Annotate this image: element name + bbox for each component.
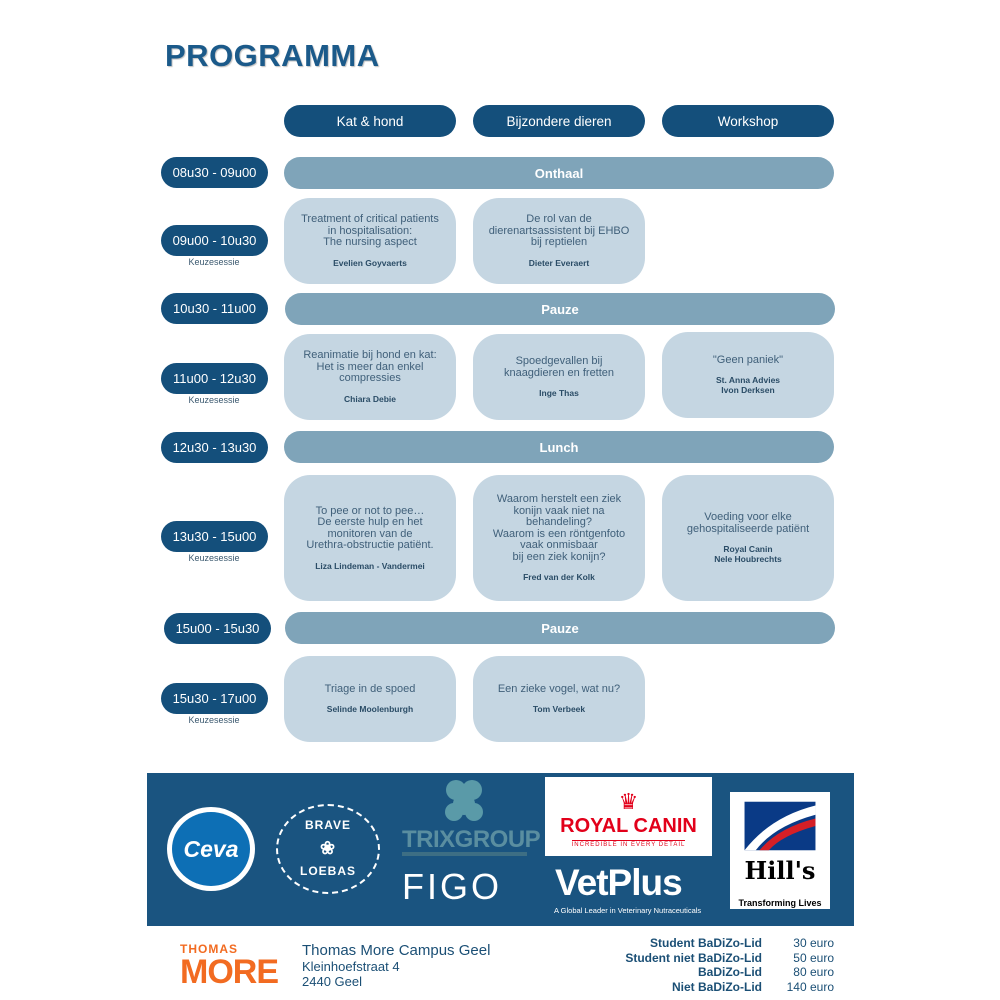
session-speaker: Fred van der Kolk [523, 572, 595, 582]
session-title: Reanimatie bij hond en kat: Het is meer … [303, 349, 437, 385]
price-row: Student niet BaDiZo-Lid 50 euro [625, 951, 834, 966]
price-list: Student BaDiZo-Lid 30 euro Student niet … [625, 936, 834, 994]
session-title: Treatment of critical patients in hospit… [301, 213, 439, 249]
campus-name: Thomas More Campus Geel [302, 942, 491, 959]
loebas-logo-text: LOEBAS [299, 864, 356, 878]
session-title: Triage in de spoed [324, 682, 416, 695]
session-speaker: Royal Canin Nele Houbrechts [714, 544, 782, 564]
rabbit-icon: ❀ [319, 837, 337, 858]
hills-tagline: Transforming Lives [738, 898, 822, 908]
break-band: Lunch [284, 431, 834, 463]
session-card: Triage in de spoed Selinde Moolenburgh [284, 656, 456, 742]
session-card: Reanimatie bij hond en kat: Het is meer … [284, 334, 456, 420]
session-card: De rol van de dierenartsassistent bij EH… [473, 198, 645, 284]
price-value: 50 euro [793, 950, 834, 965]
break-band: Pauze [285, 293, 835, 325]
session-title: Spoedgevallen bij knaagdieren en fretten [503, 355, 615, 379]
time-slot: 10u30 - 11u00 [161, 293, 268, 324]
session-title: To pee or not to pee… De eerste hulp en … [306, 504, 434, 551]
session-card: Een zieke vogel, wat nu? Tom Verbeek [473, 656, 645, 742]
time-slot: 15u00 - 15u30 [164, 613, 271, 644]
track-header-kat-hond: Kat & hond [284, 105, 456, 137]
session-speaker: Liza Lindeman - Vandermei [315, 560, 425, 571]
session-card: Treatment of critical patients in hospit… [284, 198, 456, 284]
session-speaker: Selinde Moolenburgh [326, 704, 414, 715]
session-title: Voeding voor elke gehospitaliseerde pati… [686, 511, 810, 535]
keuzesessie-label: Keuzesessie [188, 257, 240, 267]
vetplus-tagline: A Global Leader in Veterinary Nutraceuti… [554, 906, 702, 915]
keuzesessie-label: Keuzesessie [188, 715, 240, 725]
keuzesessie-label: Keuzesessie [188, 553, 240, 563]
price-label: BaDiZo-Lid [698, 965, 762, 979]
session-speaker: Inge Thas [539, 388, 579, 398]
hills-logo: Hill's Transforming Lives [728, 790, 832, 911]
street-address: Kleinhoefstraat 4 [302, 959, 400, 974]
hills-logo-text: Hill's [744, 856, 816, 885]
price-row: BaDiZo-Lid 80 euro [625, 965, 834, 980]
page-title: PROGRAMMA [165, 38, 380, 73]
keuzesessie-label: Keuzesessie [188, 395, 240, 405]
brave-loebas-logo: BRAVE ❀ LOEBAS [276, 804, 380, 894]
price-label: Niet BaDiZo-Lid [672, 979, 762, 994]
track-header-workshop: Workshop [662, 105, 834, 137]
brave-logo-text: BRAVE [304, 818, 352, 832]
royal-canin-logo-text: ROYAL CANIN [560, 815, 697, 837]
royal-canin-tagline: INCREDIBLE IN EVERY DETAIL [571, 840, 686, 848]
time-slot: 12u30 - 13u30 [161, 432, 268, 463]
session-speaker: Chiara Debie [344, 393, 396, 404]
time-slot: 13u30 - 15u00 [161, 521, 268, 552]
time-slot: 15u30 - 17u00 [161, 683, 268, 714]
vetplus-logo: VetPlus [555, 862, 683, 903]
price-value: 80 euro [793, 965, 834, 979]
session-card: To pee or not to pee… De eerste hulp en … [284, 475, 456, 601]
session-title: "Geen paniek" [712, 353, 784, 366]
track-header-bijzondere-dieren: Bijzondere dieren [473, 105, 645, 137]
break-band: Onthaal [284, 157, 834, 189]
session-title: De rol van de dierenartsassistent bij EH… [488, 213, 630, 249]
price-label: Student niet BaDiZo-Lid [625, 950, 762, 965]
figo-logo: FIGO [402, 866, 502, 907]
trix-cross-icon [445, 780, 483, 821]
time-slot: 11u00 - 12u30 [161, 363, 268, 394]
crown-icon: ♛ [618, 789, 639, 814]
session-title: Een zieke vogel, wat nu? [497, 682, 621, 695]
session-speaker: St. Anna Advies Ivon Derksen [715, 375, 781, 396]
royal-canin-logo: ♛ ROYAL CANIN INCREDIBLE IN EVERY DETAIL [545, 777, 712, 856]
venue-address: Thomas More Campus Geel Kleinhoefstraat … [302, 942, 490, 989]
session-card: Spoedgevallen bij knaagdieren en fretten… [473, 334, 645, 420]
trixgroup-logo: TRIXGROUP [402, 826, 541, 853]
ceva-logo: Ceva [167, 807, 255, 891]
session-speaker: Dieter Everaert [528, 257, 590, 268]
city-address: 2440 Geel [302, 974, 362, 989]
thomas-more-logo-bottom: MORE [180, 953, 279, 991]
price-value: 140 euro [786, 979, 834, 994]
session-card: Voeding voor elke gehospitaliseerde pati… [662, 475, 834, 601]
thomas-more-logo-top: THOMAS [180, 942, 238, 956]
time-slot: 08u30 - 09u00 [161, 157, 268, 188]
session-speaker: Tom Verbeek [532, 704, 586, 715]
ceva-logo-text: Ceva [183, 835, 239, 862]
session-title: Waarom herstelt een ziek konijn vaak nie… [492, 493, 626, 563]
time-slot: 09u00 - 10u30 [161, 225, 268, 256]
trixgroup-underline [402, 852, 527, 856]
session-speaker: Evelien Goyvaerts [333, 257, 407, 268]
break-band: Pauze [285, 612, 835, 644]
price-label: Student BaDiZo-Lid [650, 936, 762, 950]
hills-mark-icon [744, 801, 816, 851]
thomas-more-logo: THOMAS MORE [180, 942, 279, 991]
price-value: 30 euro [793, 936, 834, 950]
session-card: Waarom herstelt een ziek konijn vaak nie… [473, 475, 645, 601]
price-row: Niet BaDiZo-Lid 140 euro [625, 980, 834, 995]
session-card: "Geen paniek" St. Anna Advies Ivon Derks… [662, 332, 834, 418]
price-row: Student BaDiZo-Lid 30 euro [625, 936, 834, 951]
